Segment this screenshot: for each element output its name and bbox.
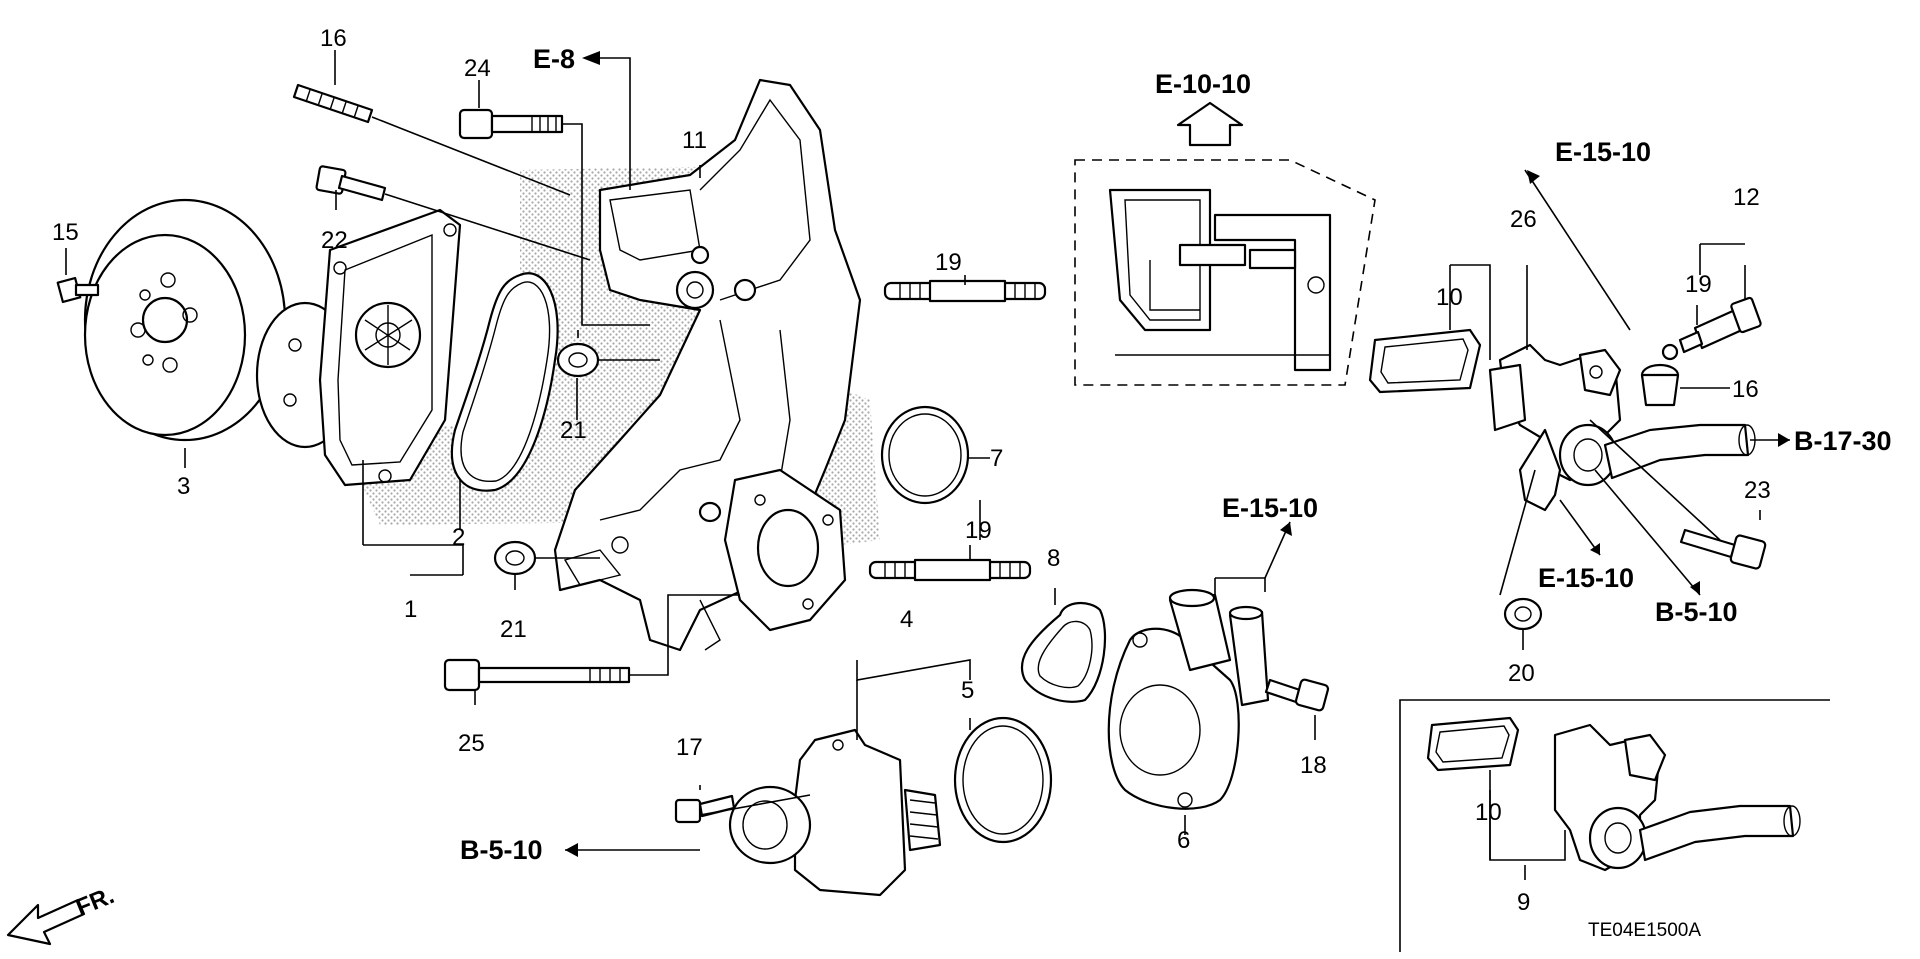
water-pump-part (255, 208, 462, 487)
arrow-heads (565, 51, 1790, 857)
front-direction-label: FR. (72, 882, 118, 922)
o-ring-2-part (450, 272, 559, 492)
part-labels: 16 24 15 22 3 2 1 21 21 25 11 19 7 19 8 … (52, 25, 1771, 916)
bolt-15-part (1264, 678, 1330, 712)
thermostat-4-part (728, 728, 942, 897)
part-label: 6 (1177, 827, 1190, 854)
part-label: 1 (404, 596, 417, 623)
inset-part-9 (1399, 699, 1830, 952)
thermostat-housing-6-part (1107, 588, 1270, 810)
part-label: 16 (1732, 376, 1759, 403)
part-label: 9 (1517, 889, 1530, 916)
stud-19-upper-part (883, 279, 1047, 303)
water-outlet-26-part (1488, 343, 1756, 512)
part-label: 22 (321, 227, 348, 254)
gasket-8-part (1020, 602, 1107, 703)
ref-label: E-8 (533, 44, 575, 74)
gasket-10-part (1368, 328, 1482, 394)
part-label: 16 (320, 25, 347, 52)
bolt-25-part (443, 658, 631, 692)
ref-label: E-10-10 (1155, 69, 1251, 99)
part-label: 17 (676, 734, 703, 761)
nut-20-part (1503, 597, 1543, 631)
part-label: 10 (1475, 799, 1502, 826)
inset-e-10-10 (1074, 159, 1376, 386)
bolt-14-part (674, 794, 736, 824)
part-label: 19 (965, 517, 992, 544)
ref-label: B-17-30 (1794, 426, 1892, 456)
part-label: 8 (1047, 545, 1060, 572)
part-label: 20 (1508, 660, 1535, 687)
gasket-5-part (953, 716, 1053, 844)
ref-label: E-15-10 (1555, 137, 1651, 167)
ref-label: B-5-10 (1655, 597, 1738, 627)
arrow-up-icon (1176, 101, 1244, 147)
part-label: 25 (458, 730, 485, 757)
front-direction-arrow-icon (6, 898, 86, 946)
part-label: 10 (1436, 284, 1463, 311)
plug-16-part (1640, 363, 1680, 407)
part-label: 12 (1733, 184, 1760, 211)
part-label: 23 (1744, 477, 1771, 504)
part-label: 15 (52, 219, 79, 246)
sensor-12-part (1661, 296, 1762, 361)
part-label: 21 (560, 417, 587, 444)
drawing-code: TE04E1500A (1588, 920, 1701, 941)
ref-label: E-15-10 (1222, 493, 1318, 523)
part-label: 2 (452, 524, 465, 551)
stud-19-lower-part (868, 558, 1032, 582)
part-label: 5 (961, 677, 974, 704)
leader-lines (65, 50, 1790, 880)
part-label: 7 (990, 445, 1003, 472)
bolt-24-part (458, 108, 564, 140)
part-label: 26 (1510, 206, 1537, 233)
bracket-nut (698, 501, 722, 523)
reference-labels: E-8 E-10-10 E-15-10 E-15-10 E-15-10 B-17… (460, 44, 1892, 865)
stud-18-part (292, 83, 374, 124)
nut-21-upper-part (556, 342, 600, 378)
bolt-23-part (1679, 528, 1767, 570)
bolt-22-part (315, 165, 387, 202)
part-label: 21 (500, 616, 527, 643)
pulley-part (83, 198, 287, 442)
ref-label: B-5-10 (460, 835, 543, 865)
nut-21-lower-part (493, 540, 537, 576)
mounting-bracket-part (553, 78, 862, 652)
part-label: 18 (1300, 752, 1327, 779)
o-ring-7-part (880, 405, 970, 505)
part-label: 4 (900, 606, 913, 633)
ref-label: E-15-10 (1538, 563, 1634, 593)
part-label: 19 (935, 249, 962, 276)
part-label: 19 (1685, 271, 1712, 298)
part-label: 24 (464, 55, 491, 82)
bolt-13-part (56, 276, 100, 304)
part-label: 3 (177, 473, 190, 500)
part-label: 11 (682, 127, 707, 154)
